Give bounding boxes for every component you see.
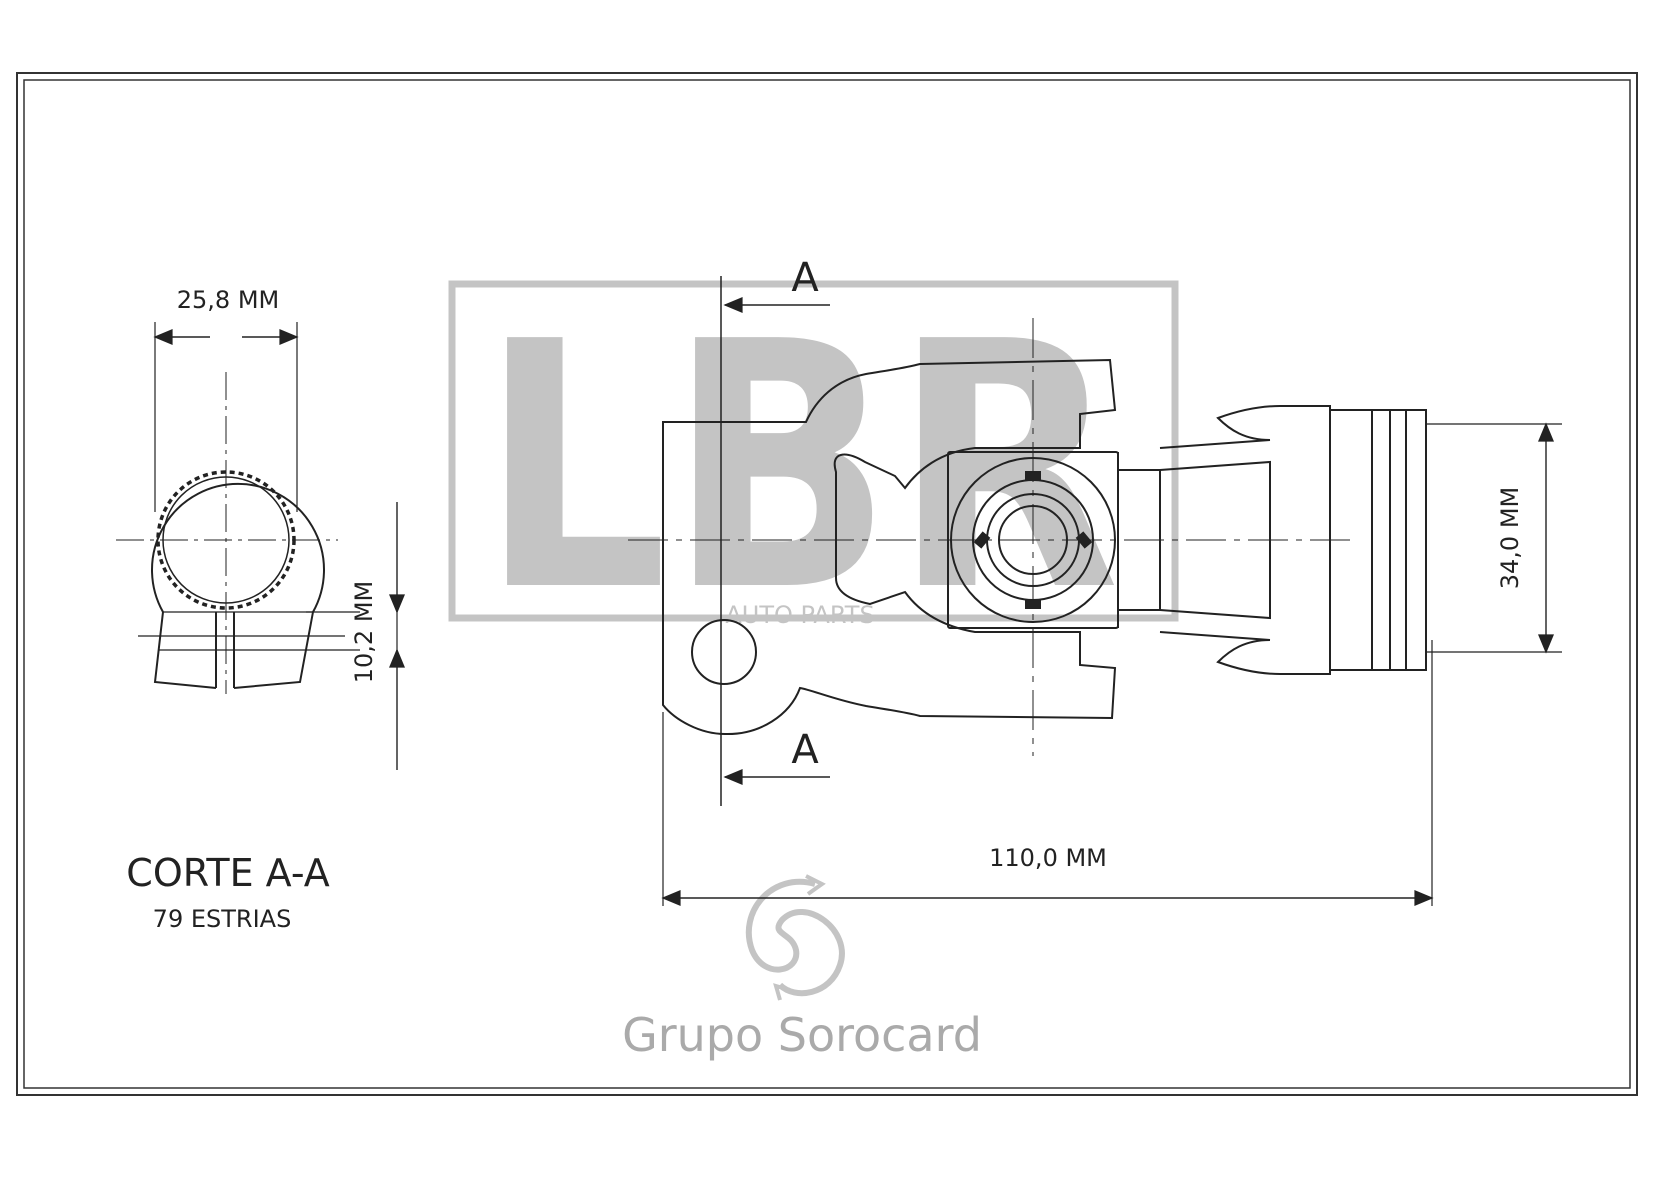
sorocard-emblem-icon	[745, 879, 845, 997]
lbr-watermark-logo: LBR AUTO PARTS	[448, 270, 1179, 666]
dim-slot-label: 10,2 MM	[350, 581, 378, 683]
drawing-frame	[16, 72, 1638, 1096]
section-view	[116, 322, 405, 770]
dim-length-label: 110,0 MM	[989, 844, 1107, 872]
dim-diameter-label: 34,0 MM	[1496, 487, 1524, 589]
watermark-brand: LBR	[480, 270, 1120, 666]
section-title: CORTE A-A	[126, 851, 329, 895]
watermark-subtitle: AUTO PARTS	[725, 601, 874, 629]
watermark-company: Grupo Sorocard	[622, 1008, 982, 1062]
section-splines-note: 79 ESTRIAS	[153, 905, 292, 933]
main-view	[628, 276, 1562, 906]
section-marker-bottom: A	[791, 727, 819, 773]
section-marker-top: A	[791, 255, 819, 301]
sorocard-watermark-logo	[745, 874, 845, 1001]
dim-width-label: 25,8 MM	[177, 286, 279, 314]
